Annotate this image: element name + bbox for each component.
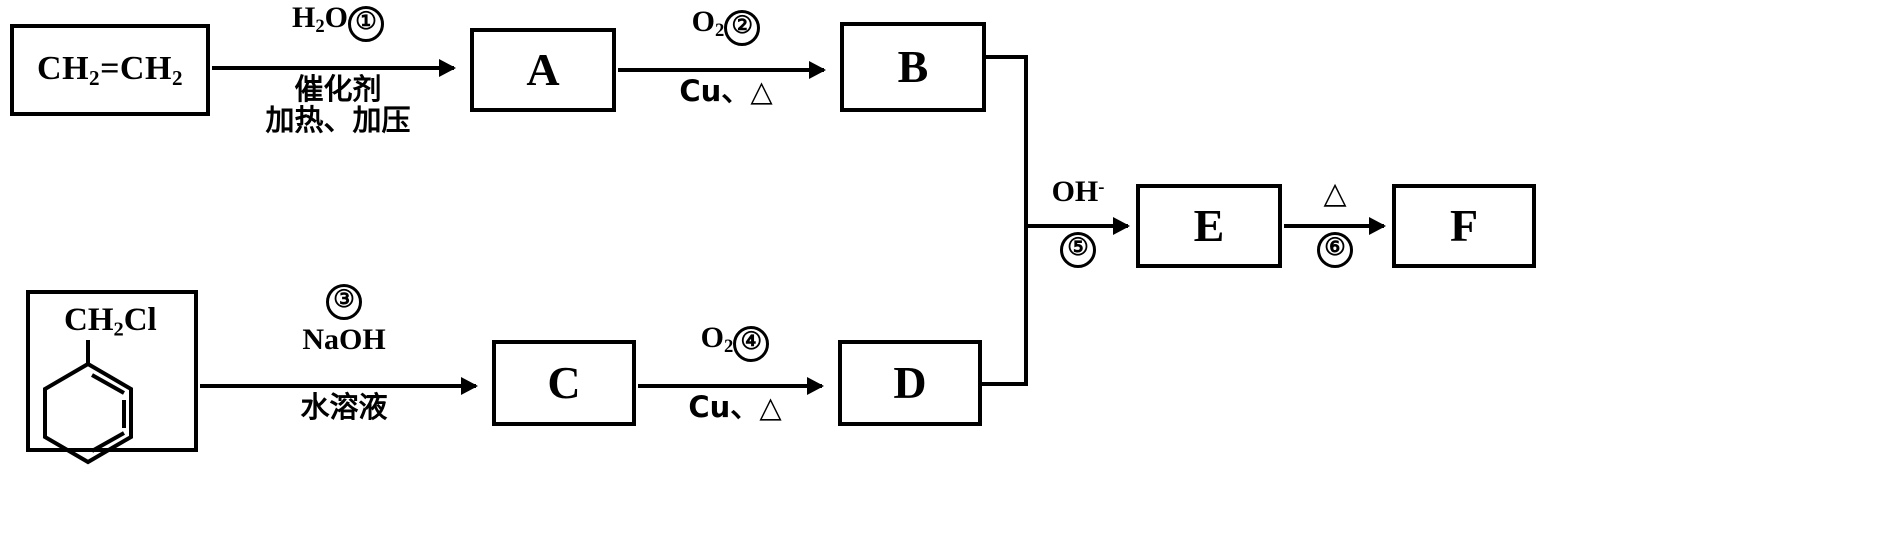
step-3-solvent: 水溶液 bbox=[300, 390, 388, 424]
arrow-E-to-F bbox=[1284, 224, 1384, 228]
step-3-reagent: NaOH bbox=[302, 323, 386, 356]
product-label-B: B bbox=[897, 41, 929, 92]
condition-sub-label-step-5: ⑤ bbox=[1026, 232, 1130, 268]
arrow-A-to-B bbox=[618, 68, 824, 72]
step-1-catalyst: 催化剂 bbox=[294, 72, 382, 106]
product-box-E: E bbox=[1136, 184, 1282, 268]
benzyl-chloride-reactant-box bbox=[26, 290, 198, 452]
step-1-number: ① bbox=[347, 6, 384, 42]
product-label-F: F bbox=[1449, 200, 1479, 251]
arrow-benzyl-to-C bbox=[200, 384, 476, 388]
step-1-heating: 加热、加压 bbox=[265, 103, 411, 138]
product-box-F: F bbox=[1392, 184, 1536, 268]
product-box-A: A bbox=[470, 28, 616, 112]
product-box-B: B bbox=[840, 22, 986, 112]
arrow-ethylene-to-A bbox=[212, 66, 454, 70]
benzyl-substituent: CH2Cl bbox=[64, 302, 157, 341]
step-4-number: ④ bbox=[733, 326, 770, 362]
condition-sub-label-step-3: 水溶液 bbox=[204, 390, 484, 424]
connector-D-horizontal bbox=[982, 382, 1028, 386]
step-2-catalyst: Cu、△ bbox=[679, 74, 773, 108]
step-6-number: ⑥ bbox=[1317, 232, 1353, 268]
condition-sub-label-step-4: Cu、△ bbox=[640, 390, 830, 424]
product-label-D: D bbox=[893, 357, 927, 408]
step-2-number: ② bbox=[724, 10, 761, 46]
ethylene-formula: CH2=CH2 bbox=[37, 49, 183, 90]
condition-label-step-3: ③ NaOH bbox=[204, 284, 484, 356]
step-4-catalyst: Cu、△ bbox=[688, 390, 782, 424]
condition-sub-label-step-1: 催化剂 加热、加压 bbox=[214, 72, 462, 138]
connector-vertical-bus bbox=[1024, 55, 1028, 386]
step-3-number: ③ bbox=[326, 284, 362, 320]
condition-sub-label-step-6: ⑥ bbox=[1284, 232, 1386, 268]
product-label-C: C bbox=[547, 357, 581, 408]
product-box-D: D bbox=[838, 340, 982, 426]
condition-label-step-5: OH- bbox=[1026, 175, 1130, 208]
step-6-reagent: △ bbox=[1323, 176, 1347, 211]
product-label-E: E bbox=[1193, 200, 1225, 251]
connector-B-horizontal bbox=[986, 55, 1028, 59]
condition-label-step-6: △ bbox=[1284, 176, 1386, 211]
arrow-BD-to-E bbox=[1024, 224, 1128, 228]
ethylene-reactant-box: CH2=CH2 bbox=[10, 24, 210, 116]
step-5-reagent: OH- bbox=[1051, 175, 1105, 208]
step-5-number: ⑤ bbox=[1060, 232, 1096, 268]
product-label-A: A bbox=[526, 44, 560, 95]
condition-sub-label-step-2: Cu、△ bbox=[620, 74, 832, 108]
product-box-C: C bbox=[492, 340, 636, 426]
arrow-C-to-D bbox=[638, 384, 822, 388]
